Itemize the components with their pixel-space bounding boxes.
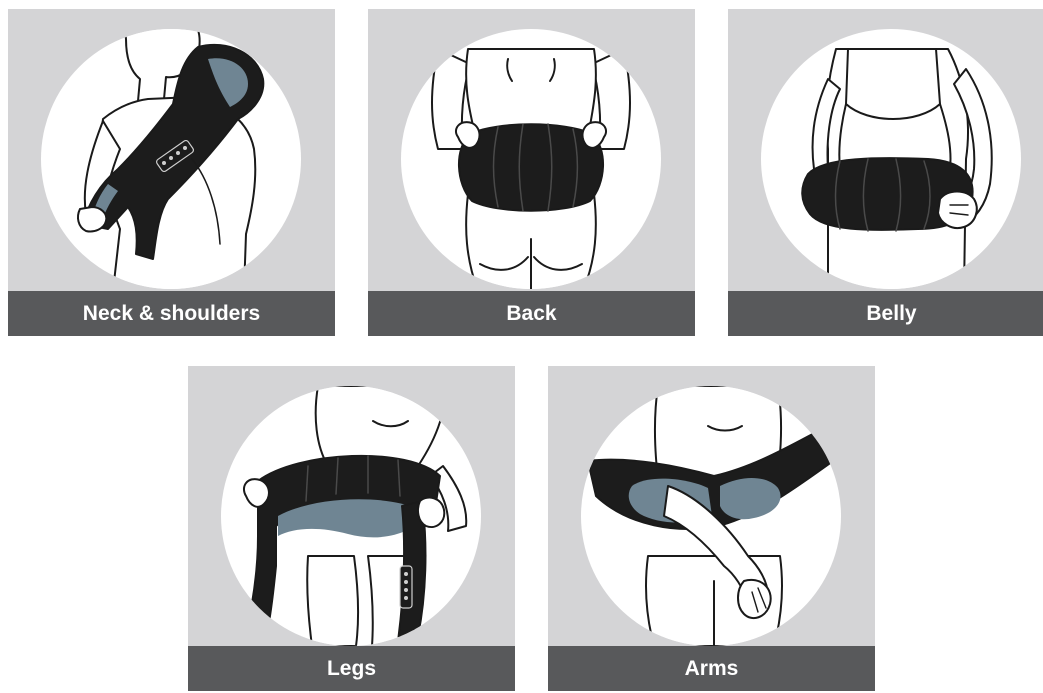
usage-card-belly: Belly bbox=[728, 9, 1043, 336]
usage-card-legs: Legs bbox=[188, 366, 515, 693]
arms-illustration bbox=[548, 366, 875, 646]
card-label: Arms bbox=[548, 646, 875, 691]
usage-card-arms: Arms bbox=[548, 366, 875, 693]
legs-illustration bbox=[188, 366, 515, 648]
back-illustration bbox=[368, 9, 695, 291]
belly-illustration bbox=[728, 9, 1043, 291]
card-label: Belly bbox=[728, 291, 1043, 336]
usage-card-back: Back bbox=[368, 9, 695, 336]
card-label: Neck & shoulders bbox=[8, 291, 335, 336]
card-label: Legs bbox=[188, 646, 515, 691]
card-label: Back bbox=[368, 291, 695, 336]
neck-shoulders-illustration bbox=[8, 9, 335, 291]
usage-card-neck-shoulders: Neck & shoulders bbox=[8, 9, 335, 336]
